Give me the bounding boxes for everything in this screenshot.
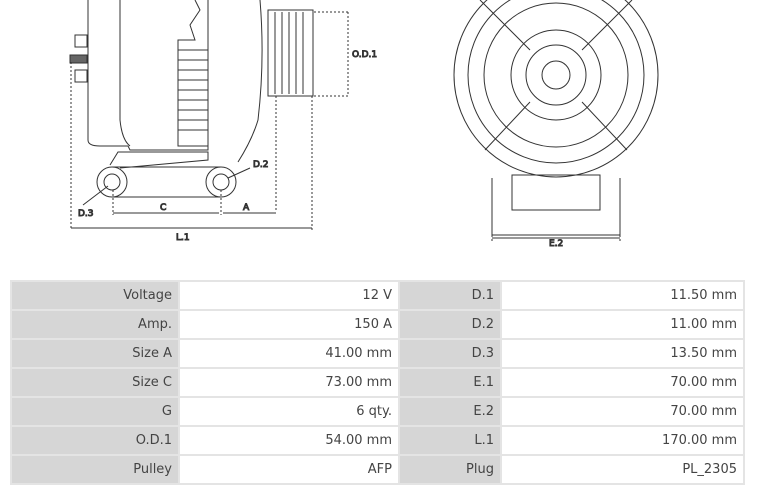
spec-label: D.1: [400, 282, 500, 309]
alternator-technical-drawing: O.D.1 D.2 D.3 C A L.1 E.2: [69, 0, 659, 250]
spec-value: AFP: [180, 456, 398, 483]
spec-label: Plug: [400, 456, 500, 483]
label-od1: O.D.1: [352, 50, 377, 60]
spec-label: L.1: [400, 427, 500, 454]
spec-value: 13.50 mm: [502, 340, 743, 367]
spec-value: 70.00 mm: [502, 398, 743, 425]
spec-value: PL_2305: [502, 456, 743, 483]
spec-value: 70.00 mm: [502, 369, 743, 396]
label-a: A: [243, 203, 250, 213]
spec-value: 41.00 mm: [180, 340, 398, 367]
label-d2: D.2: [253, 160, 269, 170]
spec-label: G: [12, 398, 178, 425]
label-d3: D.3: [78, 209, 94, 219]
spec-value: 11.00 mm: [502, 311, 743, 338]
spec-value: 12 V: [180, 282, 398, 309]
spec-label: Amp.: [12, 311, 178, 338]
spec-value: 6 qty.: [180, 398, 398, 425]
spec-value: 170.00 mm: [502, 427, 743, 454]
spec-label: E.2: [400, 398, 500, 425]
spec-value: 54.00 mm: [180, 427, 398, 454]
spec-label: E.1: [400, 369, 500, 396]
spec-label: O.D.1: [12, 427, 178, 454]
spec-label: Voltage: [12, 282, 178, 309]
spec-value: 73.00 mm: [180, 369, 398, 396]
spec-label: Pulley: [12, 456, 178, 483]
spec-label: D.2: [400, 311, 500, 338]
spec-label: Size C: [12, 369, 178, 396]
label-l1: L.1: [176, 233, 190, 243]
front-view: E.2: [453, 0, 659, 250]
spec-label: D.3: [400, 340, 500, 367]
label-e2: E.2: [549, 239, 563, 249]
spec-label: Size A: [12, 340, 178, 367]
label-c: C: [160, 203, 166, 213]
spec-value: 150 A: [180, 311, 398, 338]
side-view: O.D.1 D.2 D.3 C A L.1: [69, 0, 378, 244]
spec-value: 11.50 mm: [502, 282, 743, 309]
